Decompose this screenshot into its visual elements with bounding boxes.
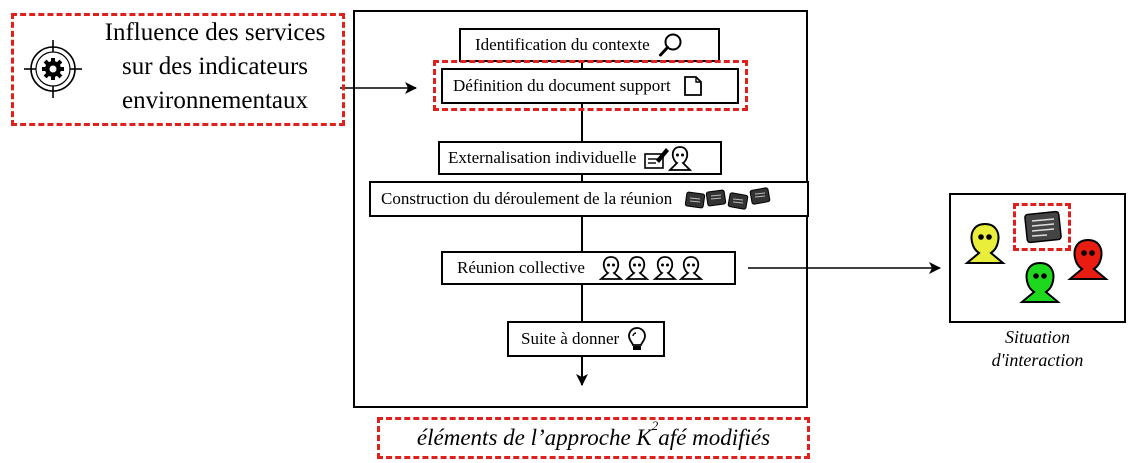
situation-caption: Situation d'interaction [949,326,1126,372]
step-label: Réunion collective [457,258,585,277]
step-label: Identification du contexte [475,35,650,54]
caption-suffix: afé modifiés [658,425,771,450]
step-identification: Identification du contexte [459,28,720,62]
green-person-icon [1019,261,1061,303]
step-suite-a-donner: Suite à donner [507,321,665,357]
influence-line-3: environnementaux [121,87,309,114]
document-icon [683,75,703,97]
target-gear-icon [22,38,84,105]
caption-highlight [377,417,810,459]
people-group-icon [598,255,705,281]
red-person-icon [1067,238,1109,280]
step-label: Construction du déroulement de la réunio… [381,189,673,208]
shared-document-icon [1023,210,1063,249]
situation-document-highlight [1013,203,1071,251]
influence-line-2: sur des indicateurs [121,53,309,80]
caption-superscript: 2 [651,418,659,433]
influence-text: Influence des services sur des indicateu… [88,16,342,118]
situation-line-2: d'interaction [991,350,1084,370]
documents-stack-icon [684,186,774,212]
step-construction: Construction du déroulement de la réunio… [369,181,809,217]
writing-person-icon [644,144,696,172]
step-label: Externalisation individuelle [448,148,637,167]
step-reunion-collective: Réunion collective [441,251,736,285]
step-externalisation: Externalisation individuelle [438,141,722,175]
caption-prefix: éléments de l’approche K [416,425,652,450]
influence-line-1: Influence des services [104,19,326,46]
step-label: Définition du document support [453,76,671,95]
situation-frame [949,193,1126,323]
lightbulb-icon [627,326,647,352]
document-support-highlight [433,60,748,111]
yellow-person-icon [964,222,1006,264]
magnifier-icon [658,32,684,58]
step-definition-document: Définition du document support [441,68,739,104]
situation-line-1: Situation [1004,327,1070,347]
step-label: Suite à donner [521,329,620,348]
influence-highlight [11,13,345,126]
participants-group [964,222,1109,303]
